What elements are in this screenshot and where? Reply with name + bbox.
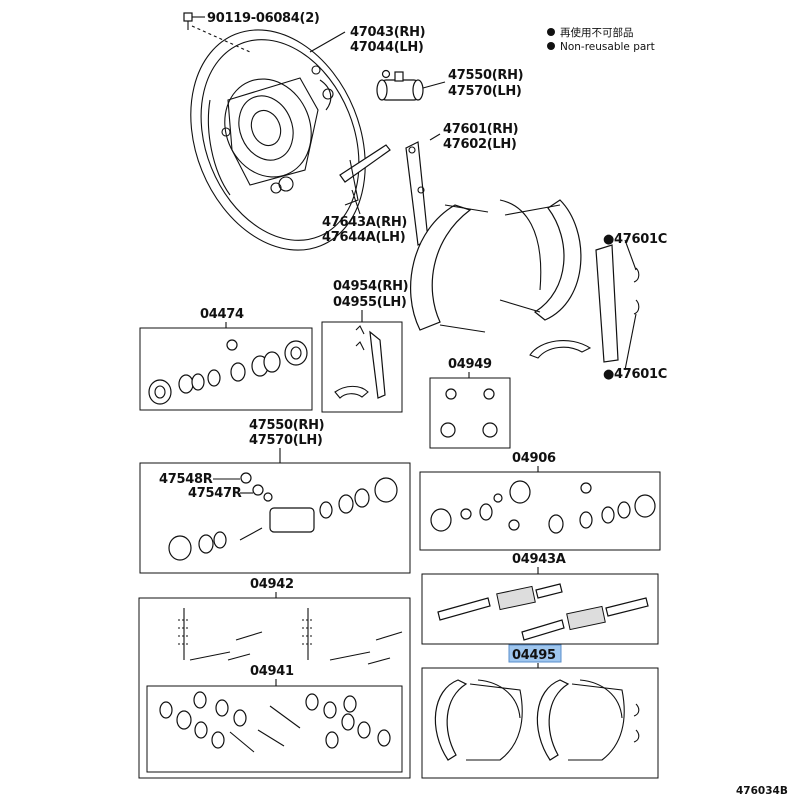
label-clip-top: ●47601C [603, 232, 667, 247]
kit-04949-box [429, 377, 511, 449]
backing-plate [190, 29, 366, 251]
kit-04954-box [321, 321, 403, 413]
kit-04941-box [146, 685, 403, 773]
label-kit-04941: 04941 [250, 664, 294, 679]
brake-shoe-rear [499, 199, 582, 321]
cyl2-box [139, 462, 411, 574]
adjuster-spring-bracket [529, 340, 592, 359]
label-strut-lh: 47644A(LH) [322, 230, 405, 245]
label-kit-04474: 04474 [200, 307, 244, 322]
kit-04906-parts [430, 480, 656, 534]
kit-04942-parts [178, 608, 403, 665]
label-kit-04955: 04955(LH) [333, 295, 407, 310]
kit-04495-box [421, 667, 659, 779]
leader-plate [309, 31, 346, 53]
label-cyl-lh: 47570(LH) [448, 84, 522, 99]
label-kit-04495[interactable]: 04495 [512, 648, 556, 663]
kit-04954-parts [334, 325, 386, 399]
label-cap: 47547R [188, 486, 242, 501]
label-clip-bottom: ●47601C [603, 367, 667, 382]
legend-jp: 再使用不可部品 [560, 26, 634, 39]
kit-04906-box [419, 471, 661, 551]
label-kit-04949: 04949 [448, 357, 492, 372]
label-cyl2-lh: 47570(LH) [249, 433, 323, 448]
kit-04949-parts [440, 388, 498, 438]
kit-04495-parts [434, 679, 640, 761]
legend: 再使用不可部品 Non-reusable part [547, 26, 655, 53]
label-cyl-rh: 47550(RH) [448, 68, 523, 83]
label-bolt: 90119-06084(2) [207, 11, 320, 26]
kit-04942-box [138, 597, 411, 779]
figure-id: 476034B [736, 785, 788, 797]
cyl2-parts [168, 472, 398, 561]
label-strut-rh: 47643A(RH) [322, 215, 407, 230]
label-cyl2-rh: 47550(RH) [249, 418, 324, 433]
legend-en: Non-reusable part [560, 41, 655, 53]
kit-04943a-parts [437, 583, 649, 641]
wheel-cylinder-top [376, 69, 446, 101]
label-kit-04942: 04942 [250, 577, 294, 592]
label-lever-lh: 47602(LH) [443, 137, 517, 152]
strut [339, 144, 391, 206]
highlight-04495[interactable] [508, 644, 562, 663]
clip-lever [595, 239, 640, 371]
kit-04474-parts [148, 339, 308, 405]
kit-04941-parts [159, 691, 391, 753]
label-kit-04943a: 04943A [512, 552, 566, 567]
label-plate-rh: 47043(RH) [350, 25, 425, 40]
label-lever-rh: 47601(RH) [443, 122, 518, 137]
label-plate-lh: 47044(LH) [350, 40, 424, 55]
kit-04943a-box [421, 573, 659, 645]
label-kit-04954: 04954(RH) [333, 279, 408, 294]
brake-shoe-front [409, 204, 489, 333]
label-bleeder: 47548R [159, 472, 213, 487]
label-kit-04906: 04906 [512, 451, 556, 466]
kit-04474-box [139, 327, 313, 411]
bolt-part: 90119-06084(2) [183, 11, 320, 53]
